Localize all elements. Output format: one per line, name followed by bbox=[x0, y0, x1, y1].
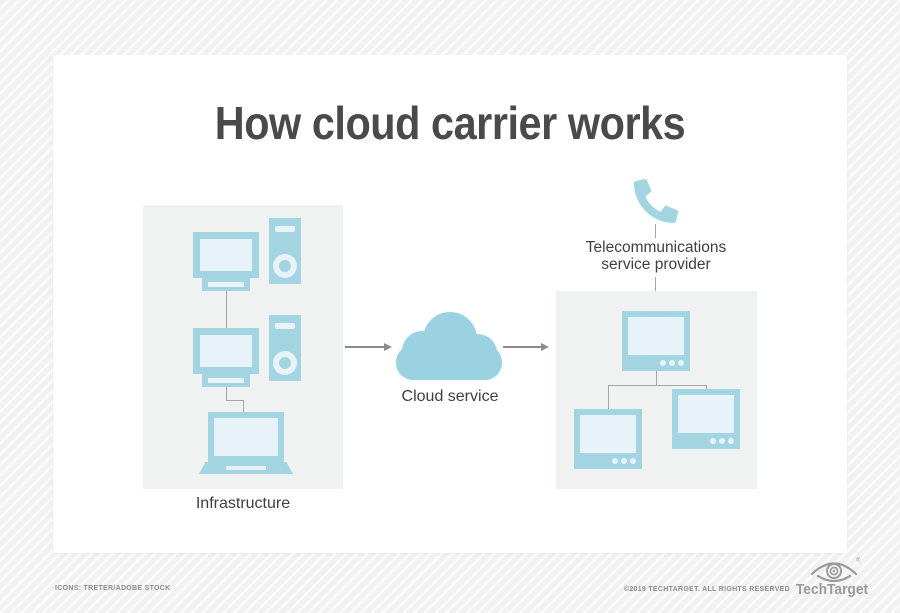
tower-drive-slot bbox=[275, 226, 295, 232]
telecom-provider-label: Telecommunications service provider bbox=[546, 239, 766, 273]
tower-power-ring bbox=[273, 351, 297, 375]
tv-dots bbox=[612, 458, 636, 464]
connector-line bbox=[242, 400, 244, 412]
connector-line bbox=[225, 291, 227, 328]
tv-screen bbox=[678, 395, 734, 433]
laptop-base bbox=[199, 462, 293, 474]
tower-drive-slot bbox=[275, 323, 295, 329]
eye-target-icon bbox=[810, 562, 858, 582]
tree-connector bbox=[705, 385, 707, 389]
desktop-monitor-base bbox=[202, 374, 250, 387]
infrastructure-label: Infrastructure bbox=[195, 495, 291, 512]
tree-connector bbox=[655, 371, 657, 385]
tv-monitor-icon bbox=[574, 409, 642, 469]
connector-line bbox=[655, 277, 656, 291]
flow-arrow-cloud-to-provider bbox=[503, 342, 549, 351]
infrastructure-panel bbox=[143, 205, 343, 489]
laptop-icon bbox=[208, 412, 284, 462]
page-title: How cloud carrier works bbox=[214, 97, 686, 149]
phone-handset-icon bbox=[634, 179, 678, 223]
desktop-monitor-base bbox=[202, 278, 250, 291]
tv-screen bbox=[628, 317, 684, 355]
cloud-icon bbox=[396, 312, 502, 380]
laptop-base-slot bbox=[226, 466, 266, 470]
tv-dots bbox=[710, 438, 734, 444]
brand-wordmark: TechTarget bbox=[795, 582, 869, 598]
footer-credits: ICONS: TRETER/ADOBE STOCK bbox=[55, 585, 171, 592]
monitor-base-slot bbox=[208, 378, 244, 383]
cloud-service-label: Cloud service bbox=[401, 388, 499, 405]
computer-tower-icon bbox=[269, 315, 301, 381]
tower-power-ring bbox=[273, 254, 297, 278]
registered-mark: ® bbox=[856, 558, 861, 564]
telecom-label-line1: Telecommunications bbox=[585, 239, 727, 256]
tv-monitor-icon bbox=[672, 389, 740, 449]
desktop-monitor-icon bbox=[193, 328, 259, 374]
tree-connector bbox=[607, 385, 609, 409]
provider-panel bbox=[556, 291, 757, 489]
flow-arrow-infrastructure-to-cloud bbox=[345, 342, 392, 351]
tv-dots bbox=[660, 360, 684, 366]
connector-line bbox=[225, 400, 244, 401]
footer-copyright: ©2019 TECHTARGET. ALL RIGHTS RESERVED bbox=[623, 586, 790, 593]
tv-screen bbox=[580, 415, 636, 453]
connector-line bbox=[655, 224, 656, 238]
computer-tower-icon bbox=[269, 218, 301, 284]
tv-monitor-icon bbox=[622, 311, 690, 371]
monitor-base-slot bbox=[208, 282, 244, 287]
tree-connector bbox=[607, 385, 707, 386]
connector-line bbox=[225, 387, 227, 400]
telecom-label-line2: service provider bbox=[601, 256, 711, 273]
desktop-monitor-icon bbox=[193, 232, 259, 278]
